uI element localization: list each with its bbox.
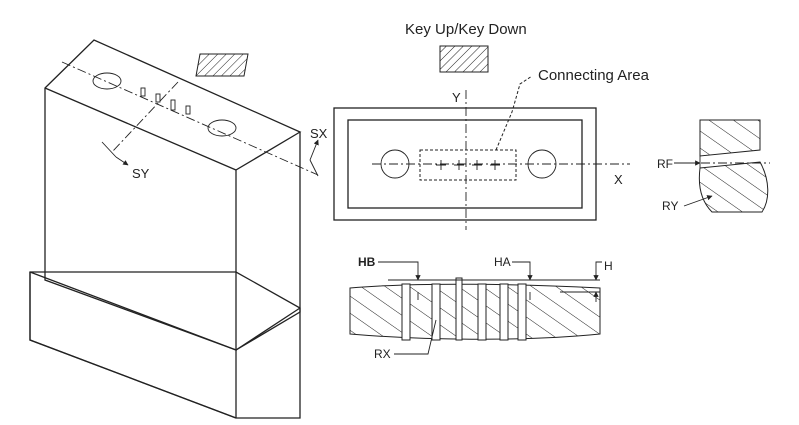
- rx-label: RX: [374, 347, 391, 361]
- key-hatched-box: [439, 45, 489, 73]
- centerline-x-iso: [61, 61, 319, 176]
- ha-leader: [512, 261, 533, 281]
- pin-1: [140, 87, 146, 97]
- sx-label: SX: [310, 126, 328, 141]
- key-up-down-label: Key Up/Key Down: [405, 21, 527, 38]
- pin-cross-3: [472, 160, 482, 170]
- rf-label: RF: [657, 157, 673, 171]
- connecting-area-leader: [495, 75, 533, 151]
- section-detail-right: RF RY: [657, 119, 770, 213]
- base-plate-outline: [29, 271, 301, 419]
- upper-hatched-section: [699, 119, 761, 157]
- pin-cross-4: [490, 160, 500, 170]
- top-view: Y X Connecting Area: [333, 67, 650, 230]
- x-axis-label: X: [614, 172, 623, 187]
- connecting-area-label: Connecting Area: [538, 67, 650, 84]
- slot-5: [499, 283, 509, 341]
- pin-cross-1: [436, 160, 446, 170]
- pin-4: [185, 105, 191, 115]
- top-hole-right: [207, 119, 237, 137]
- sx-tick: [309, 159, 319, 177]
- sy-arrow: [115, 156, 129, 166]
- slot-6: [517, 283, 527, 341]
- pin-slots: [401, 277, 527, 341]
- pin-cross-2: [454, 160, 464, 170]
- body-top-front-edge: [44, 87, 237, 171]
- iso-key-hatched: [195, 53, 249, 77]
- sx-arrow: [309, 139, 319, 161]
- pin-2: [155, 93, 161, 103]
- sy-label: SY: [132, 166, 150, 181]
- connector-pins: [436, 160, 500, 170]
- top-hole-left: [92, 72, 122, 90]
- section-detail-bottom: HB HA H RX: [349, 255, 613, 361]
- h-label: H: [604, 259, 613, 273]
- connecting-area-box: [419, 149, 517, 181]
- base-plate-top-edge: [29, 271, 301, 351]
- y-axis-label: Y: [452, 90, 461, 105]
- ry-arrow: [683, 195, 713, 207]
- base-plate-front: [29, 272, 237, 419]
- slot-4: [477, 283, 487, 341]
- slot-3: [455, 277, 463, 341]
- isometric-block: SY SX: [29, 39, 328, 419]
- slot-1: [401, 283, 411, 341]
- ry-label: RY: [662, 199, 678, 213]
- h-leader-top: [593, 261, 602, 281]
- bottom-hatched-body: [349, 283, 601, 340]
- rx-leader: [394, 319, 437, 355]
- hb-leader: [378, 261, 421, 281]
- lower-hatched-section: [698, 161, 769, 213]
- pin-3: [170, 99, 176, 111]
- centerline-y-iso: [111, 81, 179, 153]
- key-up-down-group: Key Up/Key Down: [405, 21, 527, 73]
- ha-label: HA: [494, 255, 511, 269]
- main-body: [44, 39, 302, 351]
- hb-label: HB: [358, 255, 376, 269]
- slot-2: [431, 283, 441, 341]
- body-right-edge: [235, 132, 301, 351]
- sy-tick-1: [101, 141, 117, 158]
